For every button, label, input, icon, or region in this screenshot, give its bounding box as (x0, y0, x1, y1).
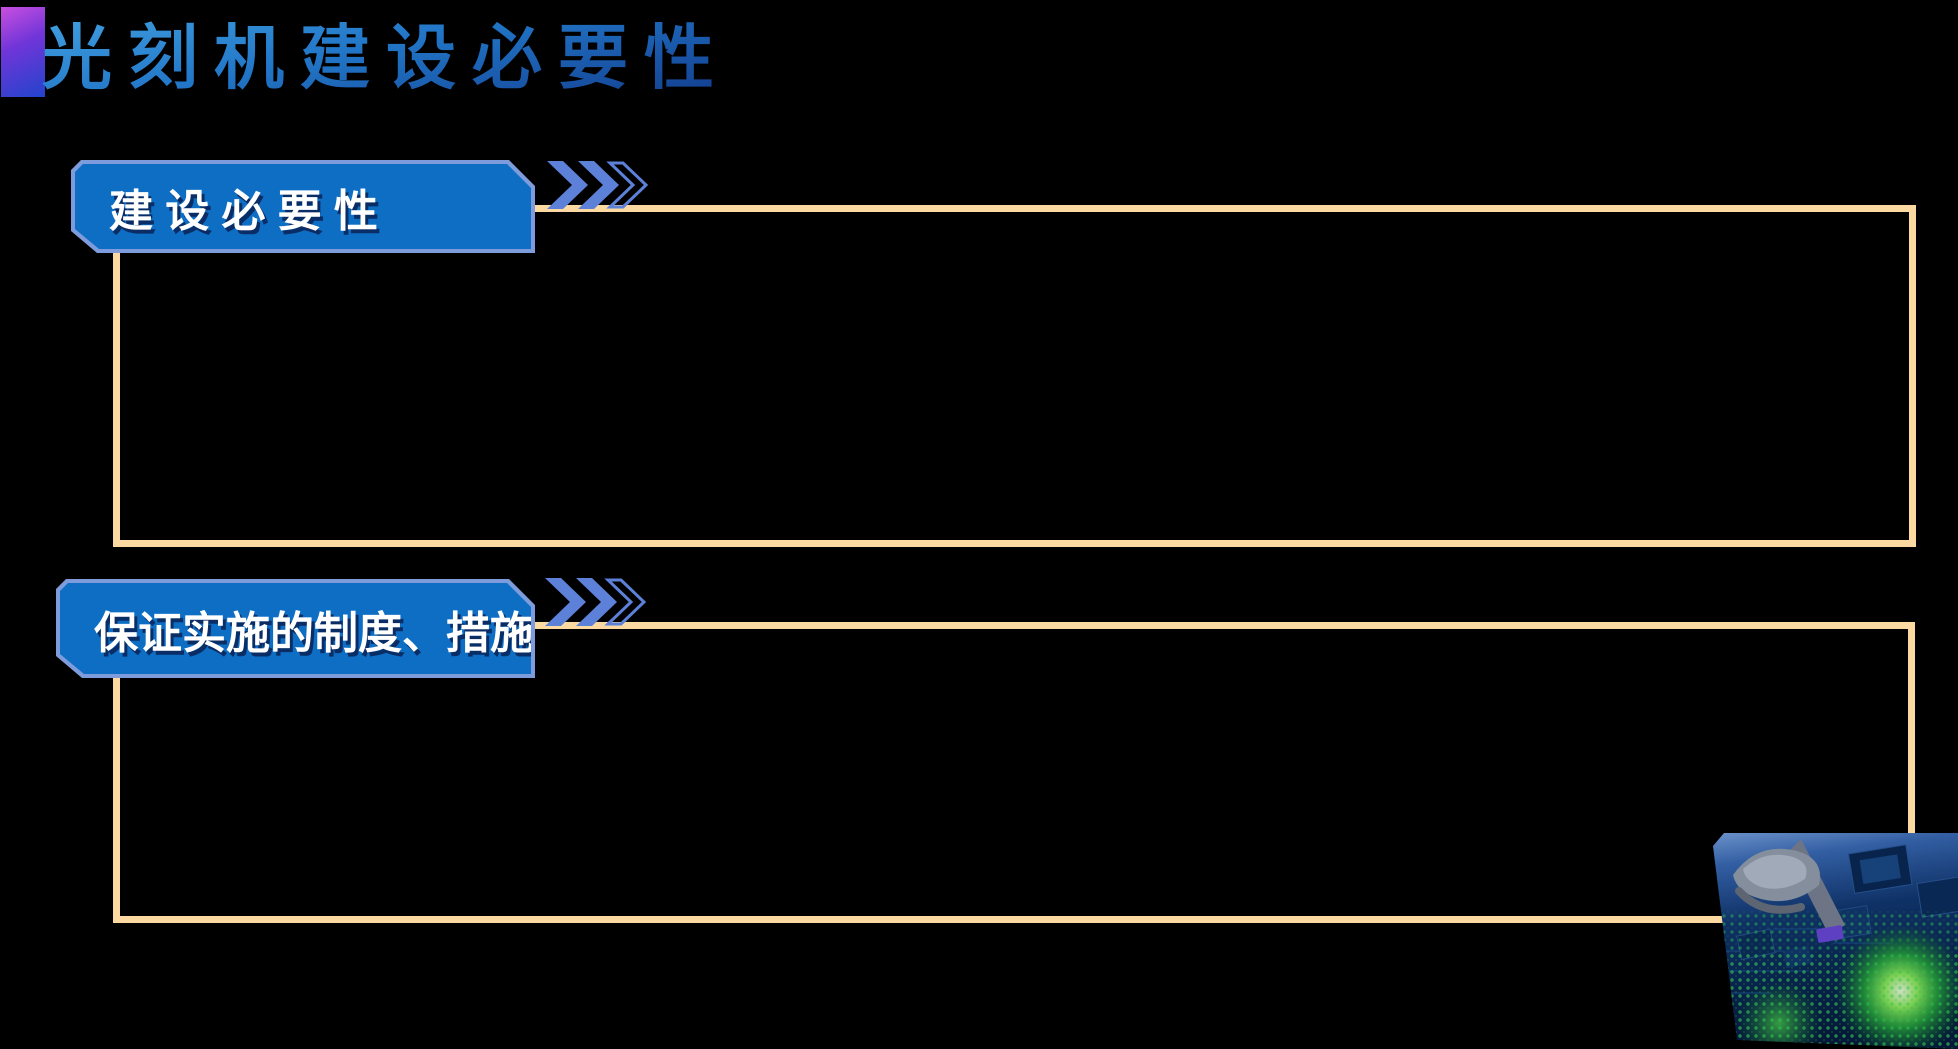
triple-chevron-icon (545, 578, 647, 626)
section-banner-1-label: 建 设 必 要 性 (109, 186, 378, 236)
circuit-board-image (1713, 833, 1958, 1049)
section-banner-2-face: 保证实施的制度、措施 (60, 583, 531, 674)
section-banner-1-face: 建 设 必 要 性 (75, 164, 531, 249)
page-title: 光刻机建设必要性 (42, 6, 730, 98)
section-banner-2-label: 保证实施的制度、措施 (94, 608, 534, 658)
title-accent-square (1, 7, 45, 97)
robotic-gripper-icon (1733, 839, 1845, 943)
section-banner-2: 保证实施的制度、措施 (56, 579, 535, 678)
section-banner-1: 建 设 必 要 性 (71, 160, 535, 253)
content-box-1 (113, 205, 1916, 547)
circuit-board-illustration (1713, 833, 1958, 1049)
triple-chevron-icon (547, 161, 649, 209)
content-box-2 (113, 622, 1915, 923)
